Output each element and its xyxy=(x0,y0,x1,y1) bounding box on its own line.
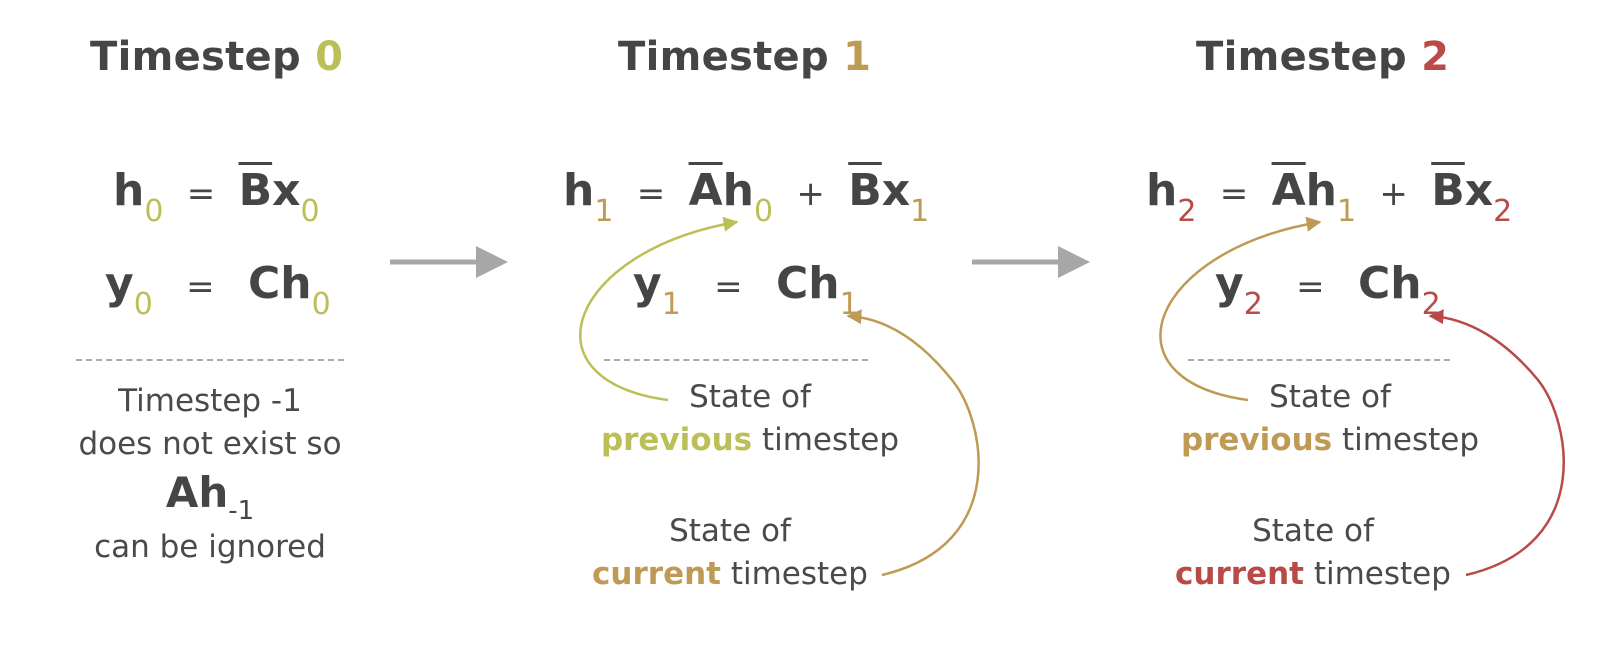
eq-ch: Ch xyxy=(247,258,312,309)
previous-word: previous xyxy=(600,422,753,458)
eq-lhs-subscript: 1 xyxy=(594,194,614,229)
panel-1-state-equation: h1 = Ah0 + Bx1 xyxy=(563,165,929,229)
previous-note-line-1: State of xyxy=(689,379,811,415)
eq-lhs: h xyxy=(563,165,595,216)
eq-lhs: y xyxy=(1215,258,1244,309)
eq-h: h xyxy=(1305,165,1337,216)
panel-2-title: Timestep 2 xyxy=(1196,34,1449,80)
panel-2-title-word: Timestep xyxy=(1196,34,1407,80)
flow-arrow-0-to-1 xyxy=(390,246,508,278)
eq-lhs-subscript: 1 xyxy=(661,287,681,322)
previous-state-arrow-1 xyxy=(578,216,739,402)
previous-note-line-1: State of xyxy=(1269,379,1391,415)
eq-ch: Ch xyxy=(1357,258,1422,309)
panel-1-previous-note: State of previous timestep xyxy=(580,376,920,462)
panel-0-state-equation: h0 = Bx0 xyxy=(113,165,320,229)
current-rest: timestep xyxy=(1313,556,1451,592)
panel-2-divider xyxy=(1188,359,1450,361)
eq-equals: = xyxy=(186,174,216,214)
current-word: current xyxy=(592,556,721,592)
previous-state-arrow-2 xyxy=(1159,216,1322,402)
panel-2-current-note: State of current timestep xyxy=(1158,510,1468,596)
note-math: Ah-1 xyxy=(50,466,370,526)
eq-b-bar: B xyxy=(1431,165,1465,216)
current-note-line-2: current timestep xyxy=(1158,553,1468,596)
current-rest: timestep xyxy=(730,556,868,592)
panel-0-title-number: 0 xyxy=(315,34,344,80)
eq-lhs: y xyxy=(105,258,134,309)
previous-note-line-2: previous timestep xyxy=(1160,419,1500,462)
panel-1-divider xyxy=(604,359,868,361)
eq-equals: = xyxy=(1219,174,1249,214)
eq-equals: = xyxy=(186,267,215,307)
eq-x-subscript: 2 xyxy=(1493,194,1513,229)
eq-ch-subscript: 0 xyxy=(311,287,331,322)
eq-a-bar: A xyxy=(688,165,723,216)
note-line-1: Timestep -1 xyxy=(118,383,302,419)
current-state-arrow-2 xyxy=(1428,309,1565,577)
eq-a-bar: A xyxy=(1271,165,1306,216)
panel-0-output-equation: y0 = Ch0 xyxy=(105,258,331,322)
panel-0-divider xyxy=(76,359,344,361)
eq-x: x xyxy=(881,165,911,216)
flow-arrow-1-to-2 xyxy=(972,246,1090,278)
previous-note-line-2: previous timestep xyxy=(580,419,920,462)
current-word: current xyxy=(1175,556,1304,592)
eq-h-subscript: 0 xyxy=(753,194,774,229)
eq-lhs-subscript: 2 xyxy=(1177,194,1197,229)
eq-equals: = xyxy=(1296,267,1325,307)
panel-1-title: Timestep 1 xyxy=(618,34,871,80)
panel-1-output-equation: y1 = Ch1 xyxy=(633,258,859,322)
previous-word: previous xyxy=(1180,422,1333,458)
eq-lhs-subscript: 0 xyxy=(133,287,153,322)
eq-plus: + xyxy=(796,174,825,214)
note-line-3: can be ignored xyxy=(94,529,326,565)
eq-x: x xyxy=(1464,165,1494,216)
eq-b-bar: B xyxy=(238,165,273,216)
eq-lhs: y xyxy=(633,258,662,309)
panel-1-title-number: 1 xyxy=(843,34,872,80)
eq-x: x xyxy=(272,165,301,216)
current-state-arrow-1 xyxy=(846,309,980,577)
previous-rest: timestep xyxy=(761,422,900,458)
panel-2-title-number: 2 xyxy=(1421,34,1450,80)
panel-2-state-equation: h2 = Ah1 + Bx2 xyxy=(1146,165,1512,229)
eq-lhs: h xyxy=(1146,165,1178,216)
panel-1-title-word: Timestep xyxy=(618,34,829,80)
current-note-line-1: State of xyxy=(1252,513,1374,549)
panel-1-current-note: State of current timestep xyxy=(575,510,885,596)
panel-0-title: Timestep 0 xyxy=(90,34,343,80)
panel-0-note: Timestep -1 does not exist so Ah-1 can b… xyxy=(50,380,370,569)
current-note-line-1: State of xyxy=(669,513,791,549)
current-note-line-2: current timestep xyxy=(575,553,885,596)
note-line-2: does not exist so xyxy=(78,426,342,462)
panel-2-output-equation: y2 = Ch2 xyxy=(1215,258,1441,322)
eq-h: h xyxy=(722,165,754,216)
note-math-subscript: -1 xyxy=(228,496,255,526)
eq-x-subscript: 0 xyxy=(300,194,320,229)
note-math-ah: Ah xyxy=(165,468,229,517)
eq-equals: = xyxy=(636,174,666,214)
eq-h-subscript: 1 xyxy=(1336,194,1357,229)
eq-b-bar: B xyxy=(848,165,882,216)
eq-lhs: h xyxy=(113,165,145,216)
eq-x-subscript: 1 xyxy=(910,194,930,229)
previous-rest: timestep xyxy=(1341,422,1480,458)
eq-ch: Ch xyxy=(775,258,840,309)
eq-lhs-subscript: 2 xyxy=(1243,287,1263,322)
panel-0-title-word: Timestep xyxy=(90,34,301,80)
eq-plus: + xyxy=(1379,174,1408,214)
eq-lhs-subscript: 0 xyxy=(144,194,164,229)
panel-2-previous-note: State of previous timestep xyxy=(1160,376,1500,462)
eq-equals: = xyxy=(714,267,743,307)
